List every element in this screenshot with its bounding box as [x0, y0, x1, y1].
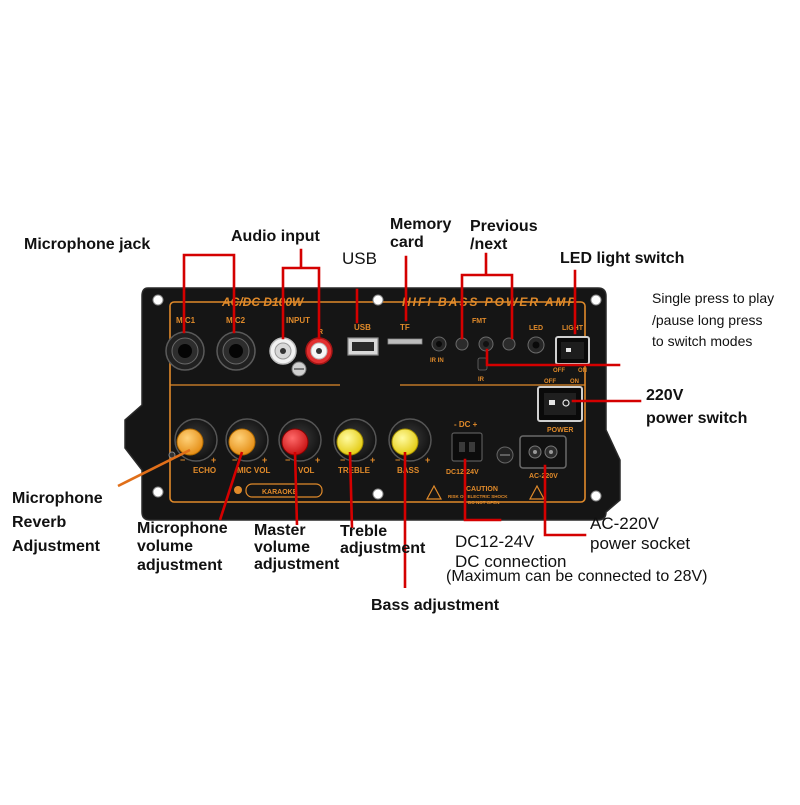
karaoke-badge: KARAOKE [234, 483, 323, 498]
power-label: POWER [547, 427, 573, 434]
warning-triangle-icon [425, 484, 546, 500]
power-off-label: OFF [544, 379, 556, 385]
treble-minus: − [340, 455, 345, 465]
rca-right-jack[interactable] [305, 337, 333, 365]
input-r-label: R [318, 329, 323, 336]
callout-power-switch: 220V power switch [646, 387, 748, 428]
ac-power-socket[interactable] [519, 435, 567, 469]
mic-vol-plus: + [262, 455, 267, 465]
callout-ac-socket: AC-220V power socket [590, 514, 691, 553]
previous-button[interactable] [455, 337, 469, 351]
mic-vol-knob[interactable] [225, 418, 269, 462]
callout-master-volume: Master volume adjustment [254, 522, 340, 573]
echo-minus: − [180, 455, 185, 465]
mic1-label: MIC1 [176, 316, 196, 325]
ir-in-label: IR IN [430, 358, 444, 364]
echo-label: ECHO [193, 466, 216, 475]
callout-dc-connection: DC12-24V DC connection [455, 532, 567, 571]
light-rocker-switch[interactable] [555, 336, 590, 365]
led-label: LED [529, 325, 543, 332]
light-on-label: ON [578, 368, 587, 374]
tf-label: TF [400, 323, 410, 332]
leader-lines [182, 248, 642, 537]
dc-rating-label: DC12-24V [446, 469, 479, 476]
next-button[interactable] [502, 337, 516, 351]
fmt-label: FMT [472, 318, 487, 325]
callout-previous-next: Previous /next [470, 218, 538, 253]
mic-vol-label: MIC VOL [237, 466, 270, 475]
callout-bass: Bass adjustment [371, 597, 500, 614]
callout-usb: USB [342, 249, 377, 268]
ac-rating-label: AC-220V [529, 473, 558, 480]
amp-title: HIFI BASS POWER AMP [402, 295, 578, 309]
power-rocker-switch[interactable] [537, 386, 583, 422]
ir-label: IR [478, 377, 485, 383]
dc-jack[interactable] [451, 432, 483, 462]
leader-lines-knobs-red [218, 451, 407, 588]
callout-mic-reverb: Microphone Reverb Adjustment [12, 490, 103, 555]
callout-mic-volume: Microphone volume adjustment [137, 520, 228, 574]
bass-minus: − [395, 455, 400, 465]
callout-led-light-switch: LED light switch [560, 250, 685, 267]
callout-treble: Treble adjustment [340, 523, 426, 557]
mic2-label: MIC2 [226, 316, 246, 325]
mic-vol-minus: − [232, 455, 237, 465]
usb-port-label: USB [354, 323, 371, 332]
ir-receiver [477, 357, 488, 371]
karaoke-label: KARAOKE [262, 489, 298, 496]
mic2-jack[interactable] [216, 331, 256, 371]
small-screw [496, 446, 514, 464]
usb-port-icon[interactable] [347, 337, 379, 356]
ground-screw [291, 361, 307, 377]
callout-audio-input: Audio input [231, 228, 320, 245]
mounting-holes [152, 294, 602, 502]
caution-line1: RISK OF ELECTRIC SHOCK [448, 494, 508, 499]
led-button[interactable] [527, 336, 545, 354]
bass-plus: + [425, 455, 430, 465]
callout-memory-card: Memory card [390, 216, 452, 251]
input-label: INPUT [286, 316, 310, 325]
ir-sensor-icon [431, 336, 447, 352]
echo-knob[interactable] [174, 418, 218, 462]
bass-label: BASS [397, 466, 420, 475]
vol-label: VOL [298, 466, 315, 475]
callout-dc-max: (Maximum can be connected to 28V) [446, 568, 708, 585]
caution-title: CAUTION [466, 486, 498, 493]
caution-block: CAUTION RISK OF ELECTRIC SHOCK DO NOT OP… [425, 484, 546, 505]
callout-play-pause-note: Single press to play /pause long press t… [652, 290, 775, 350]
light-off-label: OFF [553, 368, 565, 374]
sd-slot-icon[interactable] [387, 338, 423, 345]
treble-plus: + [370, 455, 375, 465]
leader-lines-knobs [117, 448, 191, 488]
rca-left-jack[interactable] [269, 337, 297, 365]
dc-polarity-label: - DC + [454, 420, 478, 429]
vol-plus: + [315, 455, 320, 465]
power-on-label: ON [570, 379, 579, 385]
treble-knob[interactable] [333, 418, 377, 462]
mic1-jack[interactable] [165, 331, 205, 371]
light-label: LIGHT [562, 325, 584, 332]
callout-microphone-jack: Microphone jack [24, 236, 151, 253]
bass-knob[interactable] [388, 418, 432, 462]
vol-minus: − [285, 455, 290, 465]
echo-plus: + [211, 455, 216, 465]
treble-label: TREBLE [338, 466, 371, 475]
caution-line2: DO NOT OPEN [468, 500, 500, 505]
